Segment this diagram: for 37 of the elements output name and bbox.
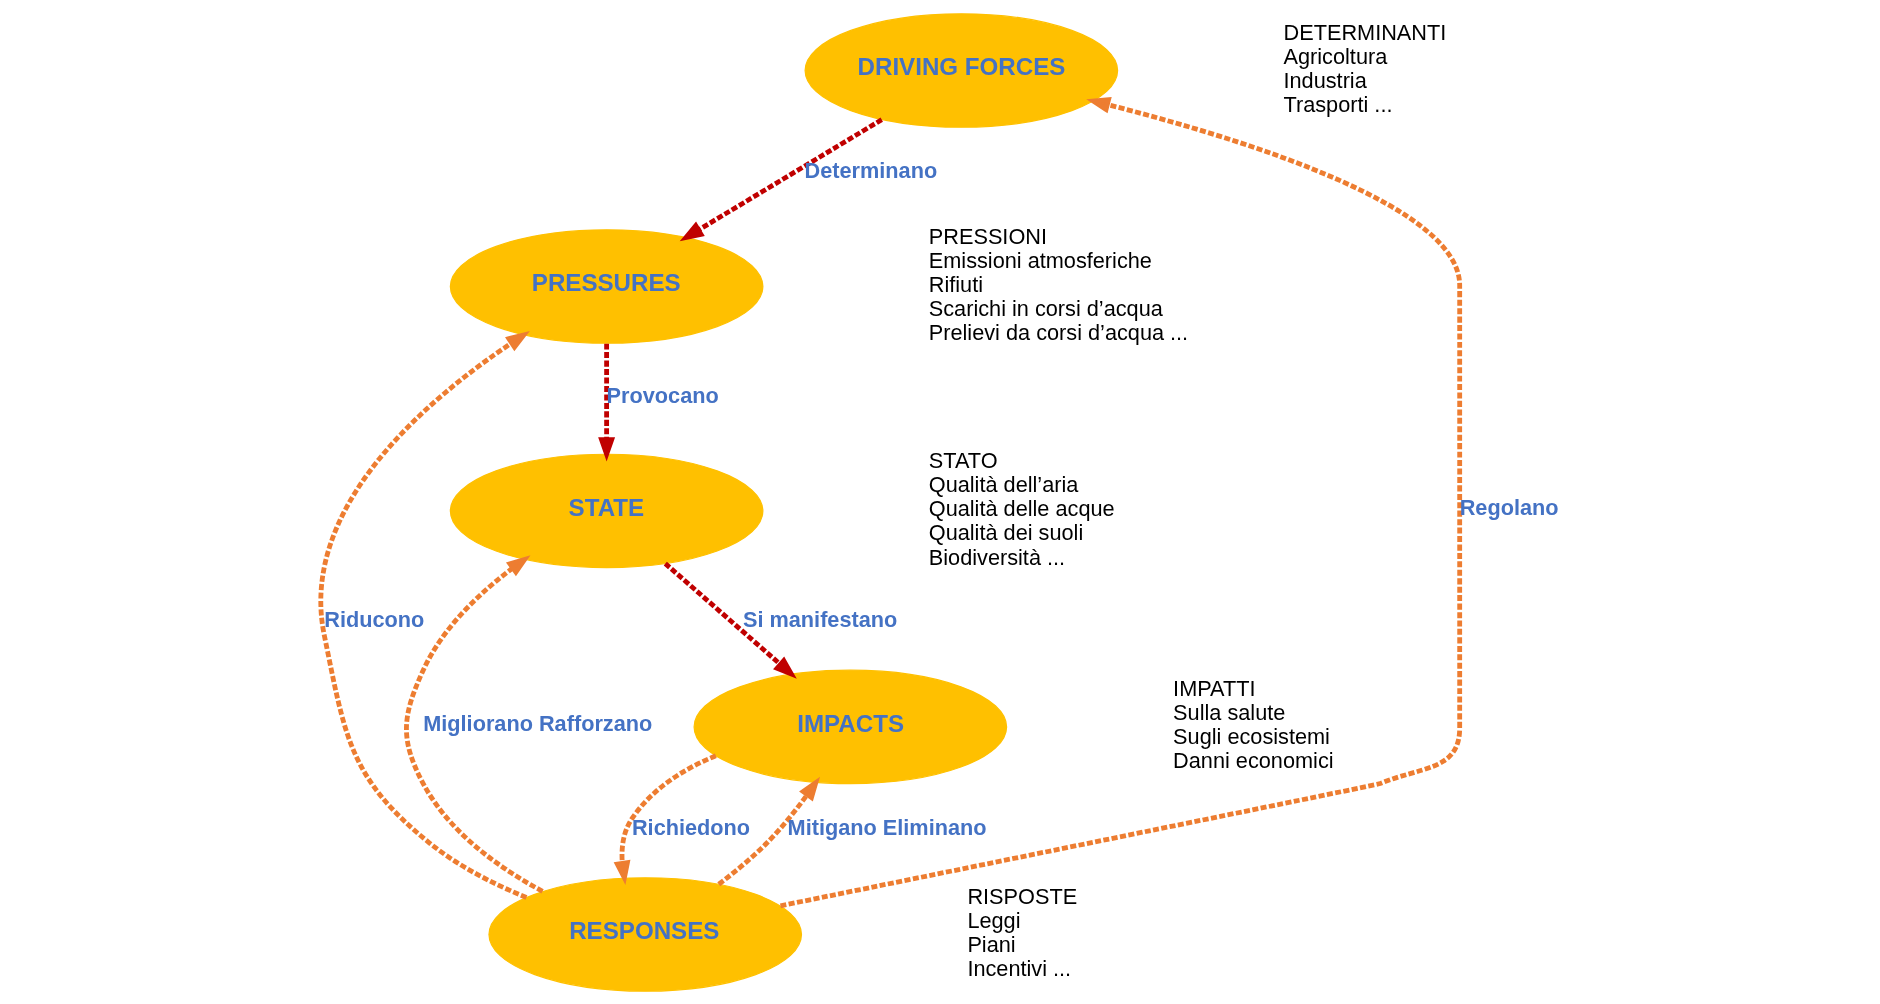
edge-label: Richiedono <box>631 814 751 840</box>
node-label: Biodiversità ... <box>928 544 1066 570</box>
edge-label: Riducono <box>324 606 425 632</box>
edge-label: Si manifestano <box>742 606 898 632</box>
arrow <box>779 96 1463 908</box>
arrow <box>717 776 821 886</box>
edge-label: Mitigano Eliminano <box>787 814 987 840</box>
node-ellipse: STATE <box>449 453 764 568</box>
arrow <box>404 554 544 893</box>
arrow <box>598 343 616 461</box>
node-label: DETERMINANTI <box>1283 19 1447 45</box>
arrow <box>679 117 883 241</box>
edge-label: Migliorano Rafforzano <box>423 710 653 736</box>
edge-label: Determinano <box>804 157 938 183</box>
node-label: RISPOSTE <box>967 883 1078 909</box>
node-ellipse: PRESSURES <box>449 228 764 344</box>
node-ellipse: IMPACTS <box>693 669 1008 784</box>
node-label: Qualità dell’aria <box>928 471 1079 497</box>
node-label: Incentivi ... <box>967 955 1072 981</box>
node-label: Scarichi in corsi d’acqua <box>928 295 1163 321</box>
node-label: Sulla salute <box>1173 699 1286 725</box>
edge-label: Provocano <box>606 382 719 408</box>
arrow <box>318 330 530 900</box>
node-label: Emissioni atmosferiche <box>928 247 1152 273</box>
node-label: Agricoltura <box>1283 43 1388 69</box>
node-ellipse: RESPONSES <box>488 876 803 992</box>
node-label: Trasporti ... <box>1283 91 1393 117</box>
arrow <box>613 753 717 885</box>
node-label: Sugli ecosistemi <box>1173 723 1330 749</box>
node-ellipse: DRIVING FORCES <box>804 12 1119 128</box>
edge-label: Regolano <box>1459 494 1559 520</box>
node-label: PRESSIONI <box>928 223 1047 249</box>
arrow <box>663 561 797 679</box>
node-label: Leggi <box>967 907 1021 933</box>
node-label: Rifiuti <box>928 271 984 297</box>
node-label: STATO <box>928 447 998 473</box>
node-label: IMPATTI <box>1173 675 1256 701</box>
